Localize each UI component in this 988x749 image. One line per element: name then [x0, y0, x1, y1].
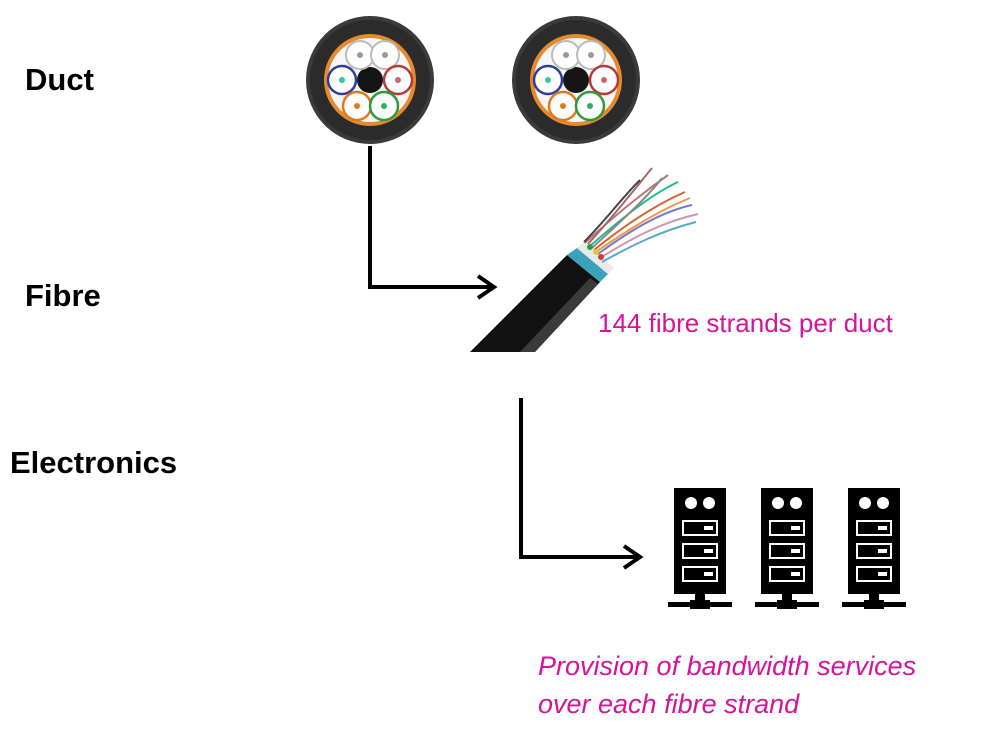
duct-label: Duct — [25, 62, 94, 97]
electronics-label: Electronics — [10, 445, 178, 480]
fibre-to-electronics-arrow-icon — [519, 398, 644, 570]
fibre-optic-cable-icon — [470, 167, 699, 352]
fibre-label: Fibre — [25, 278, 101, 313]
server-rack-icon — [755, 488, 819, 609]
server-rack-icon — [668, 488, 732, 609]
duct-cross-section-icon — [510, 14, 642, 146]
duct-to-fibre-arrow-icon — [368, 146, 498, 300]
server-rack-icon — [842, 488, 906, 609]
bandwidth-annotation: Provision of bandwidth services over eac… — [538, 647, 916, 723]
bandwidth-annotation-line-1: Provision of bandwidth services — [538, 651, 917, 681]
strands-annotation: 144 fibre strands per duct — [598, 308, 893, 338]
duct-cross-section-icon — [304, 14, 436, 146]
bandwidth-annotation-line-2: over each fibre strand — [538, 689, 800, 719]
